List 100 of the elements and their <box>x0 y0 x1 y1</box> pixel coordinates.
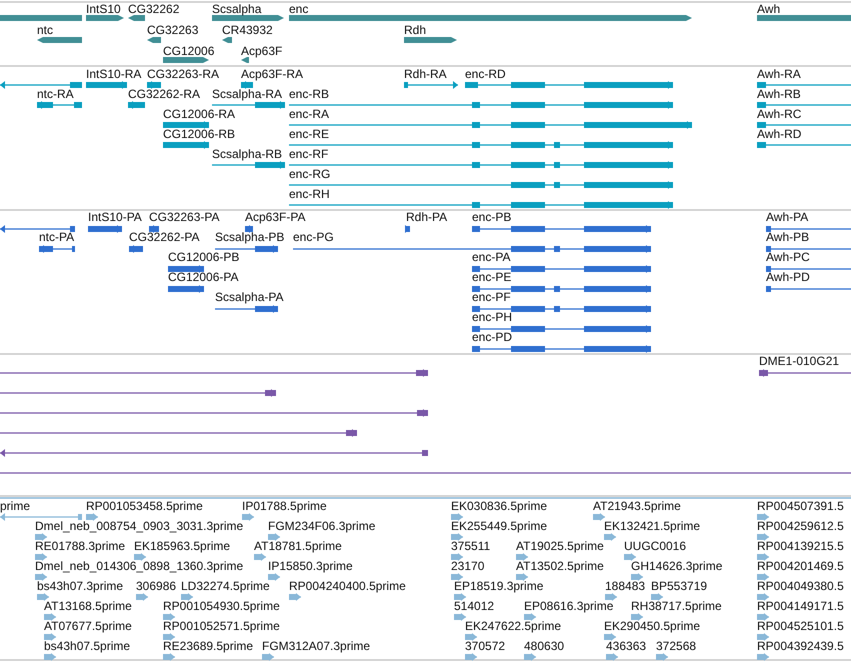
feature-label: 306986 <box>136 579 176 593</box>
feature-label: AT13168.5prime <box>44 599 132 613</box>
feature-label: Awh-RA <box>757 67 801 81</box>
feature-label: RP004392439.5 <box>757 639 844 653</box>
feature-label: ntc-PA <box>39 230 74 244</box>
feature-label: Awh-PB <box>766 230 810 244</box>
feature-label: CG12006-PA <box>168 270 238 284</box>
feature-label: enc-PA <box>472 250 510 264</box>
feature-label: RP004507391.5 <box>757 499 844 513</box>
feature-label: Dmel_neb_008754_0903_3031.3prime <box>35 519 244 533</box>
feature-label: RE01788.3prime <box>35 539 126 553</box>
feature-label: EK132421.5prime <box>604 519 700 533</box>
feature-label: AT21943.5prime <box>593 499 681 513</box>
feature-label: enc-RE <box>289 127 330 141</box>
feature-label: enc-PF <box>472 290 511 304</box>
feature-label: 372568 <box>656 639 696 653</box>
feature-label: CR43932 <box>222 23 273 37</box>
feature-label: Acp63F <box>241 44 282 58</box>
feature-label: enc-PG <box>293 230 334 244</box>
feature-label: 23170 <box>451 559 484 573</box>
feature-label: AT07677.5prime <box>44 619 132 633</box>
feature-label: Awh-PC <box>766 250 810 264</box>
feature-label: CG32263-PA <box>149 210 220 224</box>
feature-label: CG12006-PB <box>168 250 240 264</box>
feature-label: Scsalpha-PB <box>215 230 284 244</box>
feature-label: RH38717.5prime <box>631 599 722 613</box>
feature-label: RP004525101.5 <box>757 619 844 633</box>
feature-label: RP004049380.5 <box>757 579 844 593</box>
feature-label: Acp63F-PA <box>245 210 306 224</box>
feature-label: 436363 <box>606 639 646 653</box>
feature-label: AT18781.5prime <box>254 539 342 553</box>
feature-label: enc <box>289 2 308 16</box>
feature-label: RP004201469.5 <box>757 559 844 573</box>
feature-label: EK185963.5prime <box>134 539 230 553</box>
feature-label: enc-PE <box>472 270 512 284</box>
feature-label: 370572 <box>465 639 506 653</box>
feature-label: enc-RH <box>289 187 330 201</box>
feature-label: EP08616.3prime <box>524 599 614 613</box>
feature-label: Acp63F-RA <box>241 67 304 81</box>
feature-label: CG32262-RA <box>128 87 200 101</box>
feature-label: DME1-010G21 <box>759 354 840 368</box>
feature-label: RP004139215.5 <box>757 539 844 553</box>
feature-label: UUGC0016 <box>624 539 686 553</box>
feature-label: IntS10-RA <box>86 67 142 81</box>
feature-label: RP001053458.5prime <box>86 499 203 513</box>
feature-label: RP004259612.5 <box>757 519 844 533</box>
feature-label: LD32274.5prime <box>181 579 270 593</box>
feature-label: CG32262 <box>128 2 180 16</box>
feature-label: Dmel_neb_014306_0898_1360.3prime <box>35 559 244 573</box>
feature-label: CG32262-PA <box>129 230 200 244</box>
feature-label: ntc-RA <box>37 87 74 101</box>
feature-label: EK030836.5prime <box>451 499 548 513</box>
feature-label: Awh-PA <box>766 210 808 224</box>
feature-label: RE23689.5prime <box>163 639 254 653</box>
feature-label: prime <box>0 499 30 513</box>
feature-label: Scsalpha-RA <box>212 87 282 101</box>
feature-label: Rdh-PA <box>406 210 448 224</box>
feature-label: enc-RD <box>465 67 506 81</box>
feature-label: EK290450.5prime <box>604 619 700 633</box>
feature-label: RP004149171.5 <box>757 599 844 613</box>
feature-label: CG12006-RB <box>163 127 236 141</box>
feature-label: RP001054930.5prime <box>163 599 280 613</box>
feature-label: enc-PB <box>472 210 512 224</box>
feature-label: enc-RF <box>289 147 328 161</box>
feature-label: Awh-RC <box>757 107 802 121</box>
feature-label: EP18519.3prime <box>454 579 544 593</box>
feature-label: IP15850.3prime <box>268 559 353 573</box>
feature-label: AT19025.5prime <box>516 539 604 553</box>
feature-label: FGM234F06.3prime <box>268 519 376 533</box>
feature-label: RP004240400.5prime <box>289 579 406 593</box>
feature-label: AT13502.5prime <box>516 559 604 573</box>
feature-label: Rdh-RA <box>404 67 447 81</box>
feature-label: 375511 <box>451 539 490 553</box>
feature-label: CG32263-RA <box>147 67 220 81</box>
feature-label: Awh-RB <box>757 87 801 101</box>
feature-label: Scsalpha <box>212 2 262 16</box>
feature-label: enc-RG <box>289 167 330 181</box>
feature-label: Awh-RD <box>757 127 802 141</box>
feature-label: FGM312A07.3prime <box>262 639 370 653</box>
feature-label: Awh <box>757 2 780 16</box>
feature-label: BP553719 <box>651 579 708 593</box>
feature-label: 480630 <box>524 639 564 653</box>
feature-label: enc-PH <box>472 310 512 324</box>
feature-label: enc-RA <box>289 107 330 121</box>
feature-label: enc-RB <box>289 87 330 101</box>
feature-label: Rdh <box>404 23 426 37</box>
feature-label: IP01788.5prime <box>242 499 327 513</box>
feature-label: CG12006 <box>163 44 214 58</box>
feature-label: GH14626.3prime <box>631 559 722 573</box>
feature-label: bs43h07.5prime <box>44 639 130 653</box>
feature-label: enc-PD <box>472 330 512 344</box>
feature-label: Scsalpha-PA <box>215 290 284 304</box>
feature-label: RP001052571.5prime <box>163 619 280 633</box>
feature-label: CG32263 <box>147 23 198 37</box>
feature-label: 514012 <box>454 599 494 613</box>
feature-label: EK247622.5prime <box>465 619 562 633</box>
feature-label: Awh-PD <box>766 270 810 284</box>
feature-label: bs43h07.3prime <box>37 579 124 593</box>
feature-label: EK255449.5prime <box>451 519 548 533</box>
feature-label: CG12006-RA <box>163 107 236 121</box>
